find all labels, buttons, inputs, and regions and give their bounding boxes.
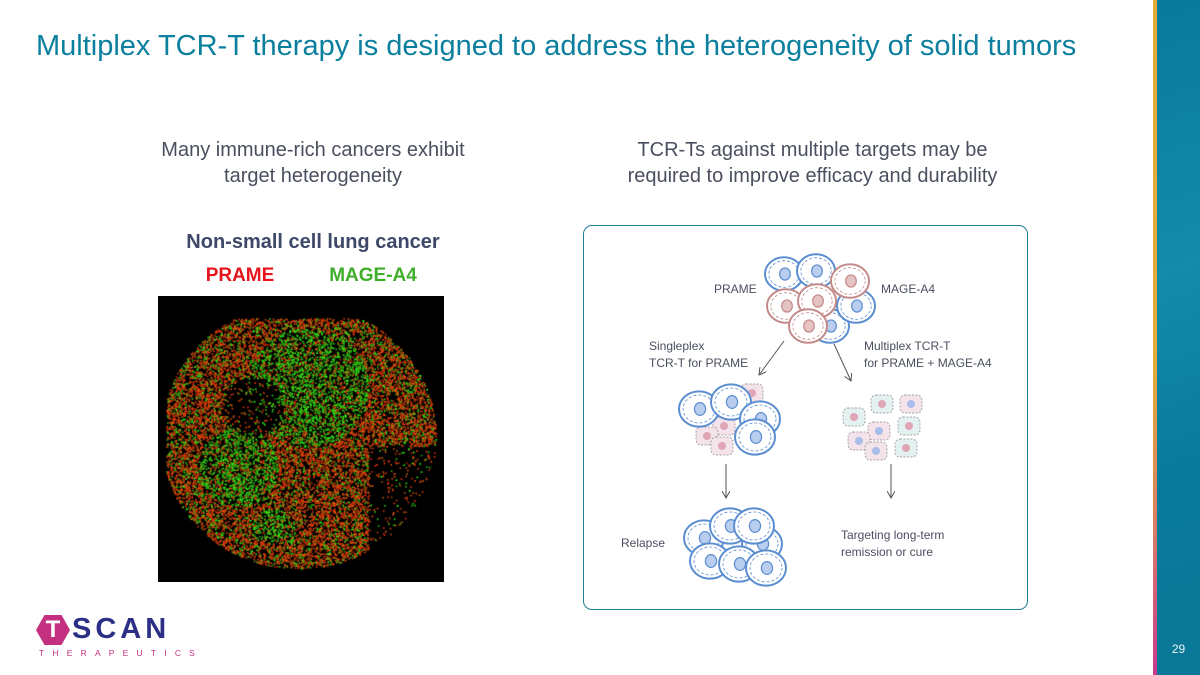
relapse-cell: [733, 507, 775, 545]
image-title: Non-small cell lung cancer: [186, 231, 440, 253]
singleplex-line2: TCR-T for PRAME: [649, 356, 749, 370]
left-heading-line2: target heterogeneity: [224, 165, 402, 187]
label-mage-a4: MAGE-A4: [881, 282, 936, 296]
left-heading: Many immune-rich cancers exhibit target …: [113, 137, 513, 189]
killed-cell: [864, 441, 888, 461]
tumor-cell-mage-a4: [836, 288, 876, 324]
microscopy-image: [158, 296, 444, 582]
outcome-line2: remission or cure: [841, 545, 934, 559]
surviving-cell-mage-a4: [734, 418, 776, 456]
killed-cell: [899, 394, 923, 414]
accent-stripe: [1153, 0, 1157, 675]
tumor-cell-prame: [830, 263, 870, 299]
killed-cell: [712, 416, 736, 436]
right-heading-line1: TCR-Ts against multiple targets may be: [637, 139, 988, 161]
killed-cell: [894, 438, 918, 458]
page-number: 29: [1171, 642, 1186, 656]
legend-prame: PRAME: [205, 265, 275, 286]
tumor-cell-mage-a4: [796, 253, 836, 289]
diagram-panel: PRAME MAGE-A4 Singleplex TCR-T for PRAME…: [583, 225, 1028, 610]
logo-wordmark: SCAN: [72, 613, 171, 645]
singleplex-line1: Singleplex: [649, 339, 705, 353]
multiplex-line2: for PRAME + MAGE-A4: [864, 356, 992, 370]
logo-subtitle: THERAPEUTICS: [39, 648, 204, 658]
tcr-t-diagram: [678, 253, 923, 587]
killed-cell: [710, 436, 734, 456]
surviving-cell-mage-a4: [710, 383, 752, 421]
arrow-singleplex: [759, 340, 785, 375]
legend-mage-a4: MAGE-A4: [329, 265, 417, 286]
killed-cell: [897, 416, 921, 436]
label-prame: PRAME: [714, 282, 757, 296]
right-heading-line2: required to improve efficacy and durabil…: [627, 165, 998, 187]
killed-cell: [867, 421, 891, 441]
right-heading: TCR-Ts against multiple targets may be r…: [580, 137, 1045, 189]
label-relapse: Relapse: [621, 536, 666, 550]
arrow-multiplex: [833, 343, 851, 381]
killed-cell: [847, 431, 871, 451]
relapse-cell: [745, 549, 787, 587]
surviving-cell-mage-a4: [678, 390, 720, 428]
sidebar-band: [1157, 0, 1200, 675]
killed-cell: [870, 394, 894, 414]
left-heading-line1: Many immune-rich cancers exhibit: [161, 139, 465, 161]
label-outcome: Targeting long-term remission or cure: [841, 527, 944, 561]
slide-title: Multiplex TCR-T therapy is designed to a…: [36, 30, 1077, 62]
outcome-line1: Targeting long-term: [841, 528, 945, 542]
killed-cell: [842, 407, 866, 427]
multiplex-line1: Multiplex TCR-T: [864, 339, 951, 353]
label-singleplex: Singleplex TCR-T for PRAME: [649, 338, 748, 372]
logo-hexagon: T: [36, 615, 70, 645]
label-multiplex: Multiplex TCR-T for PRAME + MAGE-A4: [864, 338, 992, 372]
tumor-cell-prame: [788, 308, 828, 344]
